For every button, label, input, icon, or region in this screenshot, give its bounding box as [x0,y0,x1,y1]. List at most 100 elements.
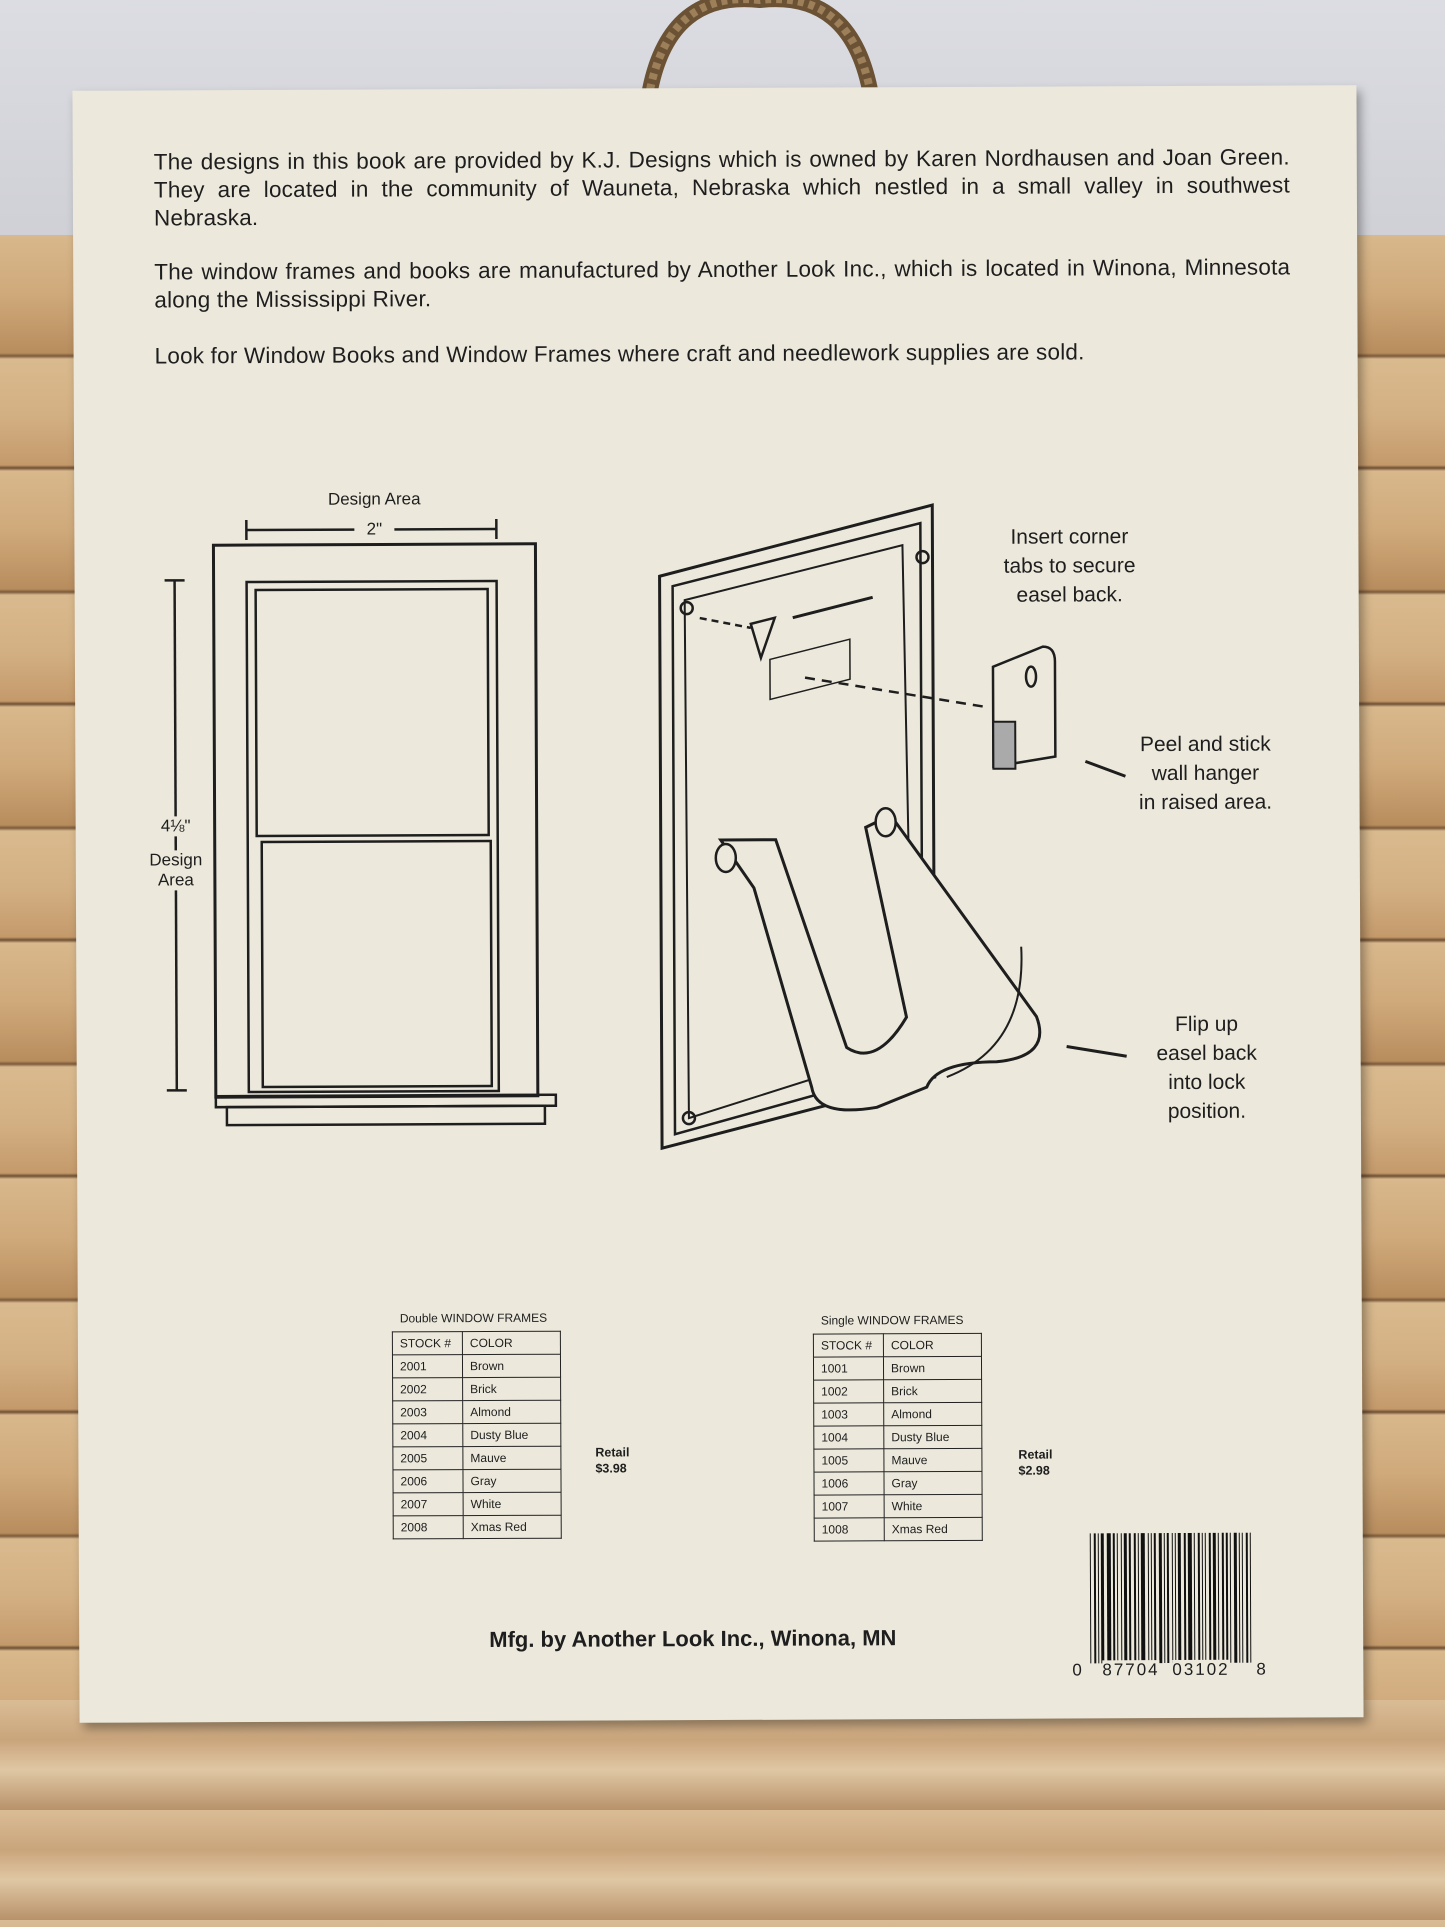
color-cell: White [884,1494,983,1518]
barcode-bar [1212,1532,1217,1663]
barcode-bar [1140,1533,1146,1664]
instruction-line: easel back. [1016,583,1123,607]
stock-cell: 1001 [813,1356,884,1381]
instruction-line: Peel and stick [1139,732,1271,757]
barcode-bar [1193,1532,1196,1663]
retail-label: Retail [1018,1447,1053,1462]
barcode-bar [1089,1533,1092,1664]
barcode-bar [1208,1532,1212,1663]
insert-corner-tabs-instruction: Insert corner tabs to secure easel back. [974,522,1164,610]
stock-cell: 2008 [393,1515,464,1539]
color-cell: Dusty Blue [462,1423,561,1447]
stock-cell: 1005 [813,1448,884,1473]
barcode-bar [1217,1532,1220,1663]
barcode-bar [1097,1533,1100,1664]
color-cell: Brick [462,1377,561,1401]
color-cell: Mauve [883,1448,982,1472]
stock-cell: 1003 [813,1402,884,1427]
instruction-line: into lock [1168,1070,1246,1095]
barcode-bar [1174,1533,1177,1664]
barcode-bar [1187,1532,1193,1663]
instruction-line: Flip up [1174,1012,1239,1037]
height-label-line: Area [157,870,194,890]
color-cell: Dusty Blue [883,1425,982,1449]
barcode-bar [1106,1533,1112,1664]
stock-cell: 2004 [392,1423,463,1447]
barcode-bar [1249,1532,1252,1663]
instruction-line: Insert corner [1010,525,1129,549]
diagrams [164,503,1127,1151]
stock-cell: 2005 [392,1446,463,1470]
book-back-cover: The designs in this book are provided by… [72,85,1364,1723]
color-cell: Gray [462,1469,562,1493]
frame-easel-diagram [658,503,1127,1151]
stock-cell: 2003 [392,1400,463,1424]
barcode-bar [1197,1532,1201,1663]
barcode-bar [1112,1533,1116,1664]
wood-shelf [0,1700,1445,1927]
barcode-digit: 0 [1072,1660,1082,1680]
retail-price: $2.98 [1018,1463,1050,1478]
barcode-bar [1245,1532,1249,1663]
barcode-bar [1225,1532,1229,1663]
barcode-bar [1233,1532,1238,1663]
barcode-bar [1158,1533,1163,1664]
color-cell: White [463,1492,562,1516]
design-area-height-value: 4⅛" [147,816,204,837]
instruction-line: wall hanger [1151,761,1260,786]
barcode-bar [1163,1533,1166,1664]
barcode-digits: 03102 [1172,1659,1230,1681]
barcode-bar [1100,1533,1105,1664]
design-area-width-label: Design Area [327,489,421,509]
stock-cell: 2001 [392,1354,463,1378]
barcode-bar [1147,1533,1150,1664]
stock-cell: 2006 [392,1469,464,1493]
barcode-bar [1150,1533,1153,1664]
barcode-bars [1089,1532,1254,1664]
color-cell: Brown [462,1354,561,1378]
table-header-row: STOCK #COLOR [392,1331,561,1355]
barcode-bar [1183,1532,1187,1663]
color-cell: Brick [883,1379,982,1403]
barcode-bar [1166,1533,1170,1664]
instruction-line: easel back [1156,1041,1257,1066]
barcode-bar [1204,1532,1207,1663]
barcode-bar [1137,1533,1140,1664]
upc-barcode: 0 87704 03102 8 [1072,1532,1266,1684]
retail-price: $3.98 [595,1461,627,1476]
color-cell: COLOR [462,1331,561,1355]
barcode-bar [1120,1533,1123,1664]
barcode-bar [1128,1533,1132,1664]
stock-cell: 1008 [814,1517,885,1542]
barcode-bar [1171,1533,1174,1664]
color-cell: COLOR [883,1333,982,1357]
stock-cell: 1002 [813,1379,884,1404]
barcode-bar [1229,1532,1232,1663]
barcode-bar [1241,1532,1244,1663]
barcode-bar [1093,1533,1097,1664]
barcode-bar [1201,1532,1204,1663]
color-cell: Brown [883,1356,982,1380]
stock-cell: 1007 [814,1494,885,1519]
color-cell: Almond [883,1402,982,1426]
table-caption: Double WINDOW FRAMES [399,1310,548,1326]
barcode-digits: 87704 [1102,1660,1160,1681]
table-header-row: STOCK #COLOR [813,1333,982,1358]
instruction-line: tabs to secure [1003,554,1136,578]
color-cell: Mauve [462,1446,561,1470]
barcode-bar [1153,1533,1157,1664]
